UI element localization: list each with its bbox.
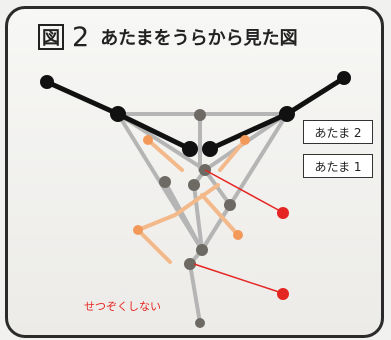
figure-label-box: 図: [38, 24, 64, 50]
black-rods: [44, 75, 347, 152]
callout-dot-upper: [277, 207, 289, 219]
figure-caption: あたまをうらから見た図: [100, 28, 298, 49]
figure-word: 図: [42, 28, 60, 49]
callout-lines: [193, 169, 283, 294]
callout-dot-lower: [277, 288, 289, 300]
joints: [40, 71, 351, 328]
figure-title: 図 2 あたまをうらから見た図: [38, 21, 298, 53]
head-1-label-text: あたま 1: [314, 159, 362, 174]
not-connected-note: せつぞくしない: [84, 300, 161, 313]
gray-rods: [116, 112, 289, 325]
head-1-label: あたま 1: [303, 154, 373, 178]
orange-rods: [136, 138, 247, 264]
figure-number: 2: [72, 21, 91, 53]
head-2-label: あたま 2: [303, 120, 373, 144]
head-2-label-text: あたま 2: [314, 125, 362, 140]
